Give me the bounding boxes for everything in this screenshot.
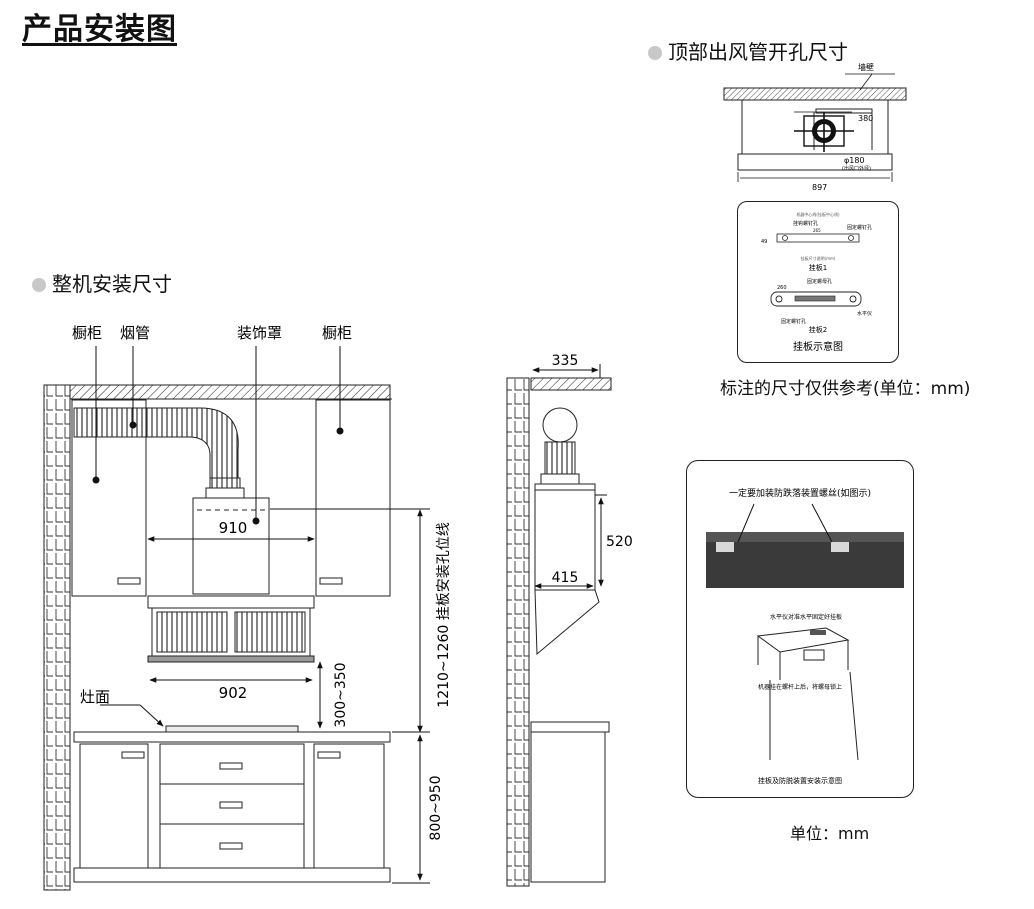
countertop [530, 721, 610, 733]
dim-265: 265 [813, 228, 821, 233]
wall [43, 384, 71, 891]
label-nut-hole: 固定螺母孔 [807, 278, 832, 285]
hanging-board-diagram: 机器中心线(挂板中心线) 挂钩螺钉孔 固定螺钉孔 265 49 挂板尺寸说明(m… [761, 211, 872, 353]
anti-fall-diagram: 一定要加装防跌落装置螺丝(如图示) 水平仪对准水平固定好挂板 机器挂在螺杆上后，… [706, 487, 904, 785]
ceiling [723, 87, 907, 101]
label-chimney: 烟管 [120, 324, 150, 342]
label-board-1: 挂板1 [809, 263, 827, 272]
dim-180: φ180 [844, 156, 865, 165]
decorative-cover [192, 497, 270, 595]
upper-cabinet-left [71, 399, 147, 597]
label-fix-hole-2: 固定螺钉孔 [781, 318, 806, 325]
lower-cabinet [530, 731, 606, 883]
label-level: 水平仪 [857, 310, 872, 317]
anti-fall-panel [686, 460, 914, 798]
drawer [159, 823, 305, 869]
dim-260: 260 [777, 285, 787, 291]
hood-filter-left [156, 611, 228, 653]
hood-filter-right [234, 611, 306, 653]
reference-note: 标注的尺寸仅供参考(单位：mm) [720, 379, 971, 399]
ceiling [530, 377, 612, 391]
hang-note: 机器挂在螺杆上后，将螺母锁上 [758, 683, 842, 691]
hanging-board-panel [737, 201, 899, 363]
dim-cover-width: 910 [219, 519, 248, 537]
dim-380: 380 [858, 114, 873, 123]
label-cabinet-right: 橱柜 [322, 324, 352, 342]
bullet-icon [648, 46, 662, 60]
label-board-2: 挂板2 [809, 325, 827, 334]
chimney-duct [544, 441, 576, 475]
dim-counter-height: 800~950 [428, 775, 444, 840]
cabinet-base [73, 867, 391, 883]
section-top-vent-heading: 顶部出风管开孔尺寸 [648, 36, 848, 65]
label-center-line: 机器中心线(挂板中心线) [796, 211, 840, 217]
label-stove-surface: 灶面 [80, 688, 110, 706]
drawer [159, 743, 305, 785]
hood-side [534, 589, 600, 656]
dim-hood-height: 300~350 [333, 662, 349, 727]
lower-cabinet-left [79, 743, 149, 869]
dim-top-depth: 335 [552, 353, 579, 369]
unit-note: 单位：mm [790, 824, 870, 843]
dim-mount-height: 1210~1260 挂板安装孔位线 [436, 522, 452, 707]
level-note: 水平仪对准水平固定好挂板 [770, 613, 842, 621]
lower-cabinet-right [313, 743, 385, 869]
label-cabinet-left: 橱柜 [72, 324, 102, 342]
dim-897: 897 [812, 183, 827, 192]
anti-fall-title: 一定要加装防跌落装置螺丝(如图示) [729, 487, 871, 499]
front-install-diagram: 910 902 300~350 1210~1260 挂板安装孔位线 800~95… [43, 324, 452, 891]
label-cover: 装饰罩 [237, 324, 282, 342]
dim-180-sub: (出风口外径) [842, 165, 871, 172]
upper-cabinet-right [315, 399, 391, 597]
label-hook-hole: 挂钩螺钉孔 [793, 220, 818, 227]
ceiling [69, 384, 391, 400]
stove [165, 725, 299, 733]
wall [506, 377, 530, 887]
dim-hood-width: 902 [219, 684, 248, 702]
page-title: 产品安装图 [22, 12, 177, 47]
dim-49: 49 [761, 239, 767, 245]
side-install-diagram: 335 520 415 [506, 353, 633, 887]
range-hood [147, 595, 315, 609]
drawer [159, 783, 305, 825]
bullet-icon [32, 278, 46, 292]
label-fix-hole: 固定螺钉孔 [847, 224, 872, 231]
top-vent-diagram: 墙壁 380 φ180 (出风口外径) 897 [723, 62, 907, 192]
hanging-board-caption: 挂板示意图 [793, 340, 843, 353]
countertop [73, 731, 391, 743]
label-board-spec: 挂板尺寸说明(mm) [801, 255, 836, 261]
duct-outlet [542, 407, 578, 443]
label-wall: 墙壁 [858, 62, 874, 72]
chimney-duct [73, 407, 239, 479]
section-full-install-heading: 整机安装尺寸 [32, 268, 172, 297]
anti-fall-caption: 挂板及防脱装置安装示意图 [758, 776, 842, 785]
dim-mid-depth: 415 [552, 570, 579, 586]
dim-cover-height: 520 [606, 534, 633, 550]
